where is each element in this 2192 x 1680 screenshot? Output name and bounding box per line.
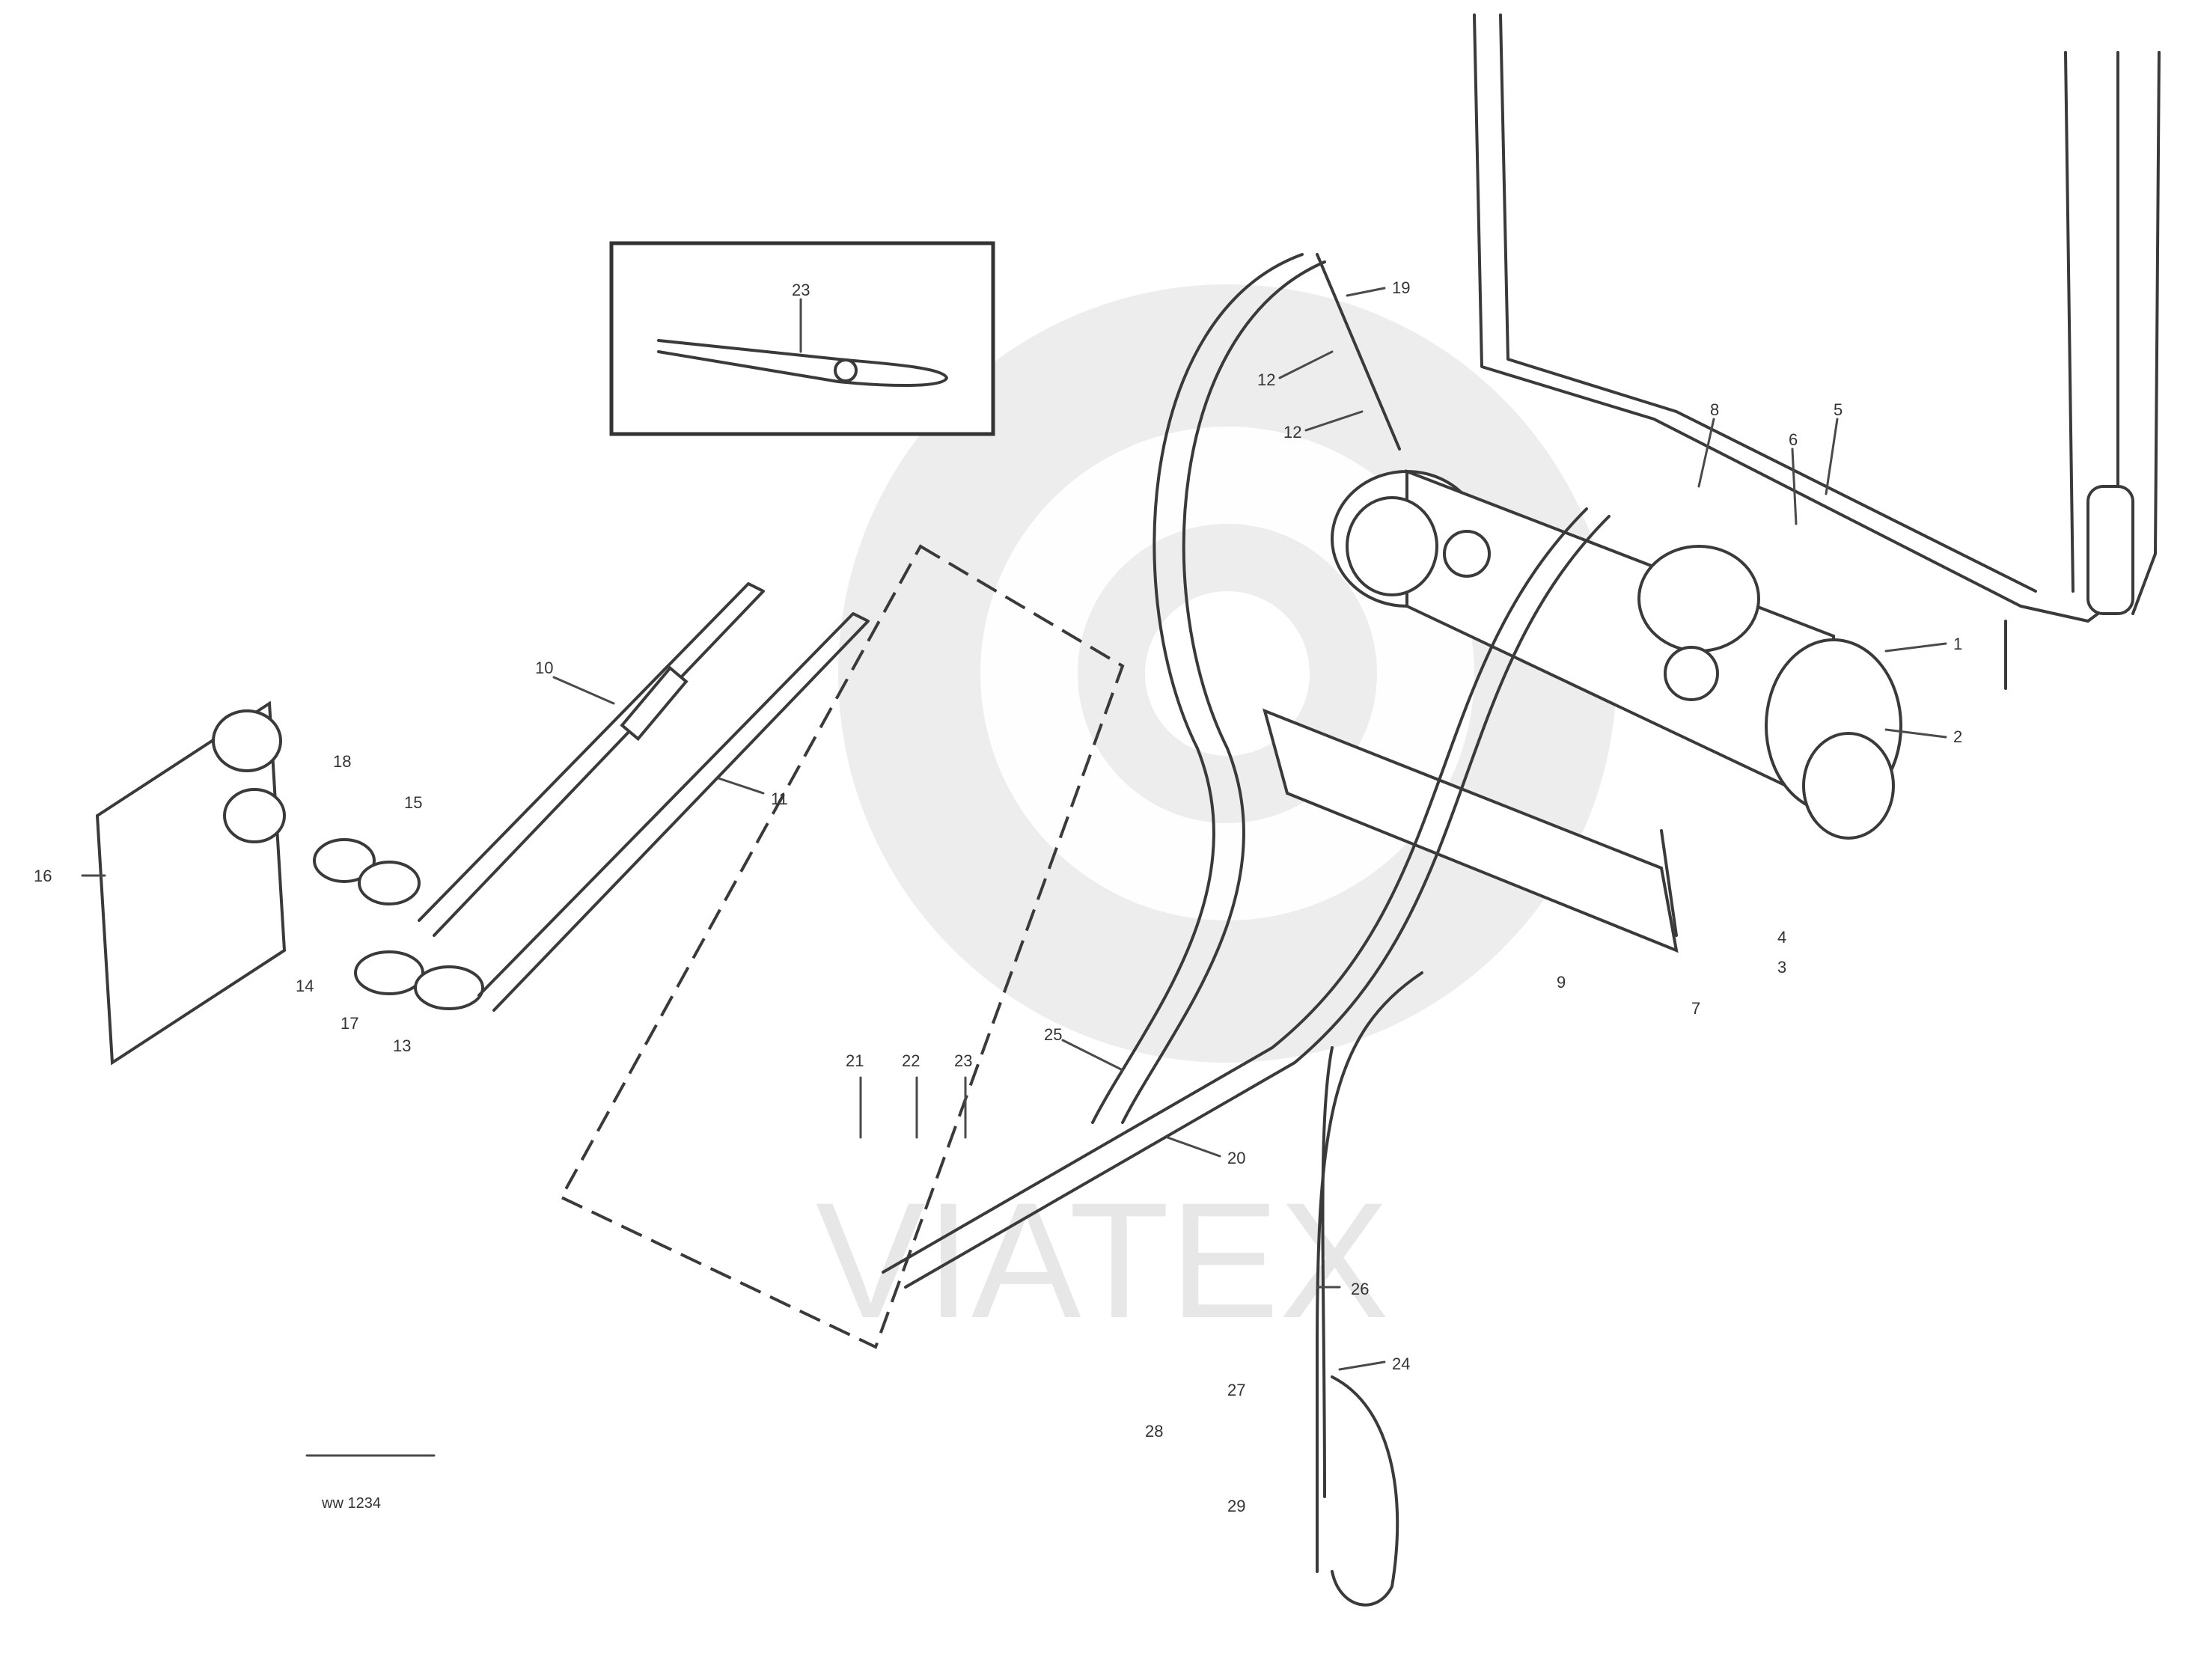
callout-label: 11 [771,789,788,808]
callout-label: 1 [1953,635,1962,653]
callout-label: 18 [333,752,351,771]
inset-callout: 23 [792,281,810,299]
callout-label: 25 [1044,1025,1062,1044]
callout-label: 5 [1834,400,1843,419]
callout-label: 3 [1777,958,1786,977]
callout-label: 2 [1953,727,1962,746]
callout-label: 17 [341,1014,358,1033]
callout-label: 24 [1392,1354,1410,1373]
drawing-code-text: ww 1234 [321,1495,381,1512]
callout-label: 22 [902,1051,920,1070]
callout-labels: 19 12 12 8 6 5 1 2 11 10 18 15 16 14 17 … [34,278,1962,1515]
callout-label: 15 [404,793,422,812]
callout-label: 28 [1145,1422,1163,1441]
floor-plate [559,544,1125,1349]
callout-label: 19 [1392,278,1410,297]
callout-label: 12 [1283,423,1301,442]
callout-label: 16 [34,867,52,885]
left-assembly [95,582,870,1066]
callout-label: 27 [1227,1381,1245,1399]
callout-label: 26 [1351,1280,1369,1298]
inset-box: 23 [609,241,995,436]
callout-label: 14 [296,977,314,995]
callout-label: 20 [1227,1149,1245,1167]
callout-label: 8 [1710,400,1719,419]
callout-label: 13 [393,1036,411,1055]
leader-lines [81,287,1947,1371]
callout-label: 6 [1789,430,1798,449]
callout-label: 29 [1227,1497,1245,1515]
callout-label: 23 [954,1051,972,1070]
starter-motor [1263,469,1902,953]
callout-label: 7 [1691,999,1700,1018]
cables [882,253,1611,1607]
cab-frame [1473,13,2161,690]
drawing-code: ww 1234 [305,1454,436,1512]
callout-label: 10 [535,659,553,677]
callout-label: 9 [1557,973,1566,992]
callout-label: 4 [1777,928,1786,947]
watermark-text: VIATEX [816,1168,1389,1352]
callout-label: 12 [1257,370,1275,389]
callout-label: 21 [846,1051,864,1070]
